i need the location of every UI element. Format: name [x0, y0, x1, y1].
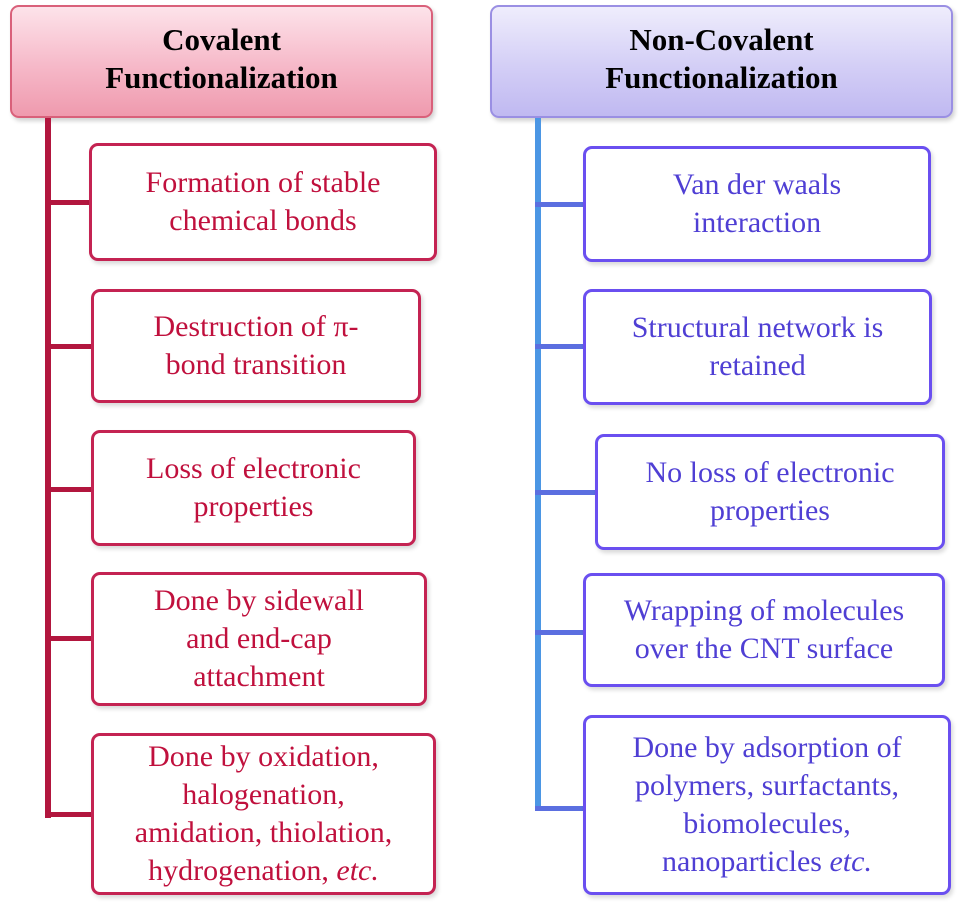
item-line: over the CNT surface	[634, 632, 894, 665]
item-line: Done by oxidation,	[148, 740, 379, 773]
covalent-item-sidewall-attachment: Done by sidewall and end-cap attachment	[91, 572, 427, 706]
non-covalent-header: Non-Covalent Functionalization	[490, 5, 953, 118]
covalent-connector-trunk	[45, 118, 51, 818]
item-line: hydrogenation, etc.	[148, 852, 379, 890]
item-line: retained	[709, 349, 806, 382]
covalent-branch	[45, 200, 90, 205]
item-line: bond transition	[165, 348, 347, 381]
item-line: interaction	[692, 206, 822, 239]
item-line: nanoparticles etc.	[662, 843, 872, 881]
item-line: properties	[710, 494, 830, 527]
item-line: Van der waals	[672, 168, 842, 201]
covalent-branch	[45, 344, 92, 349]
item-line: No loss of electronic	[645, 456, 895, 489]
non-covalent-branch	[535, 202, 585, 207]
etc-text: etc.	[336, 854, 379, 887]
non-covalent-connector-trunk	[535, 118, 541, 810]
non-covalent-branch	[535, 806, 585, 811]
item-line: and end-cap	[186, 622, 332, 655]
non-covalent-branch	[535, 630, 585, 635]
item-line: properties	[193, 490, 314, 523]
item-line: Formation of stable	[145, 166, 381, 199]
item-line: chemical bonds	[169, 204, 357, 237]
item-line: Loss of electronic	[146, 452, 361, 485]
covalent-item-pi-bond-destruction: Destruction of π- bond transition	[91, 289, 421, 403]
item-line: Done by sidewall	[154, 584, 364, 617]
non-covalent-item-adsorption: Done by adsorption of polymers, surfacta…	[583, 715, 951, 895]
non-covalent-branch	[535, 344, 585, 349]
non-covalent-title-line2: Functionalization	[605, 60, 838, 95]
covalent-header: Covalent Functionalization	[10, 5, 433, 118]
covalent-branch	[45, 636, 92, 641]
non-covalent-item-no-electronic-loss: No loss of electronic properties	[595, 434, 945, 550]
item-line: attachment	[193, 660, 325, 693]
item-line: halogenation,	[182, 778, 345, 811]
non-covalent-title-line1: Non-Covalent	[629, 22, 814, 57]
covalent-title-line2: Functionalization	[105, 60, 338, 95]
covalent-item-electronic-loss: Loss of electronic properties	[91, 430, 416, 546]
item-line-text: nanoparticles	[662, 845, 830, 878]
item-line: Done by adsorption of	[632, 731, 902, 764]
non-covalent-item-molecule-wrapping: Wrapping of molecules over the CNT surfa…	[583, 573, 945, 687]
covalent-item-stable-bonds: Formation of stable chemical bonds	[89, 143, 437, 261]
etc-text: etc.	[829, 845, 872, 878]
item-line-text: hydrogenation,	[148, 854, 337, 887]
non-covalent-item-network-retained: Structural network is retained	[583, 289, 932, 405]
covalent-branch	[45, 487, 92, 492]
non-covalent-item-van-der-waals: Van der waals interaction	[583, 146, 931, 262]
item-line: amidation, thiolation,	[134, 816, 393, 849]
covalent-title-line1: Covalent	[162, 22, 281, 57]
covalent-item-oxidation-methods: Done by oxidation, halogenation, amidati…	[91, 733, 436, 895]
item-line: Structural network is	[631, 311, 884, 344]
covalent-branch	[45, 812, 92, 817]
item-line: Destruction of π-	[153, 310, 359, 343]
item-line: Wrapping of molecules	[623, 594, 905, 627]
item-line: polymers, surfactants,	[634, 769, 900, 802]
item-line: biomolecules,	[683, 807, 851, 840]
non-covalent-branch	[535, 490, 597, 495]
